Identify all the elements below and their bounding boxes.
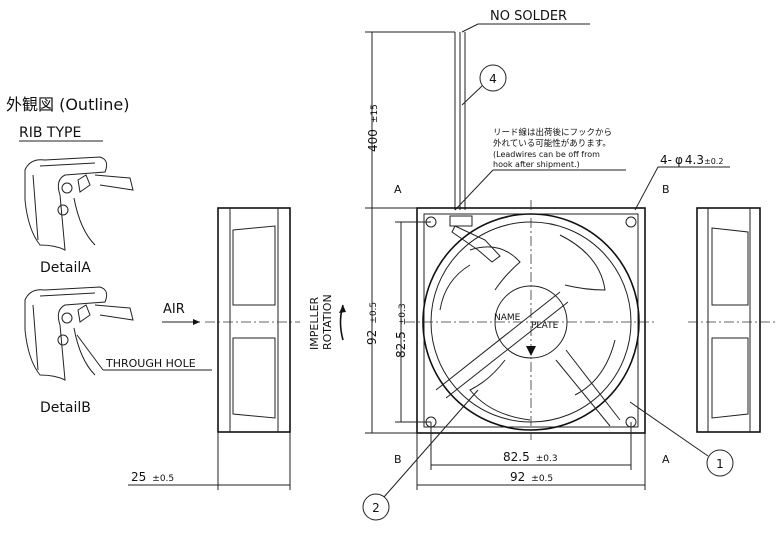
side-view-left [205, 207, 300, 433]
rotation-arrowhead [339, 305, 346, 313]
no-solder-label: NO SOLDER [490, 9, 567, 24]
impeller-label: IMPELLER [308, 296, 321, 350]
through-hole-label: THROUGH HOLE [105, 357, 196, 370]
width-pitch-dim-value: 82.5±0.3 [503, 450, 558, 464]
balloon-4-number: 4 [489, 72, 497, 86]
depth-dim-value: 25±0.5 [131, 470, 174, 484]
height-pitch-dim-value: 82.5±0.3 [394, 303, 408, 358]
label-a-top: A [394, 183, 402, 196]
rib-type-label: RIB TYPE [19, 125, 81, 141]
detail-a-label: DetailA [40, 260, 91, 276]
note-en-line1: (Leadwires can be off from [493, 150, 600, 159]
balloon-2 [362, 493, 390, 521]
balloon-4 [479, 64, 507, 92]
name-plate-line2: PLATE [531, 321, 559, 331]
width-outer-dim-value: 92±0.5 [510, 470, 553, 484]
balloon-1-number: 1 [716, 457, 724, 471]
name-plate-line1: NAME [494, 313, 521, 323]
air-arrowhead [193, 319, 200, 325]
detail-b-sketch [24, 286, 134, 381]
fan-front-view [405, 200, 655, 440]
rotation-label: ROTATION [321, 294, 334, 350]
note-jp-line1: リード線は出荷後にフックから [493, 127, 612, 138]
detail-a-sketch [24, 156, 134, 251]
balloon-1 [706, 449, 734, 477]
balloon-4-leader [461, 85, 483, 106]
lead-dim-value: 400±15 [366, 104, 380, 152]
balloon-1-leader [629, 401, 709, 457]
detail-b-label: DetailB [40, 400, 91, 416]
label-a-bottom: A [662, 453, 670, 466]
through-hole-leader [76, 334, 104, 371]
side-view-right [688, 207, 775, 433]
balloon-2-number: 2 [372, 501, 380, 515]
height-outer-dim-value: 92±0.5 [365, 302, 379, 345]
note-jp-line2: 外れている可能性があります。 [493, 138, 611, 149]
note-leader [454, 169, 626, 211]
lead-wires [454, 23, 479, 210]
air-label: AIR [163, 302, 185, 317]
balloon-2-leader [383, 389, 479, 498]
label-b-bottom: B [394, 453, 402, 466]
drawing-title: 外観図 (Outline) [6, 95, 129, 114]
hole-spec-leader [634, 166, 730, 211]
note-en-line2: hook after shipment.) [493, 160, 580, 169]
label-b-top: B [662, 183, 670, 196]
